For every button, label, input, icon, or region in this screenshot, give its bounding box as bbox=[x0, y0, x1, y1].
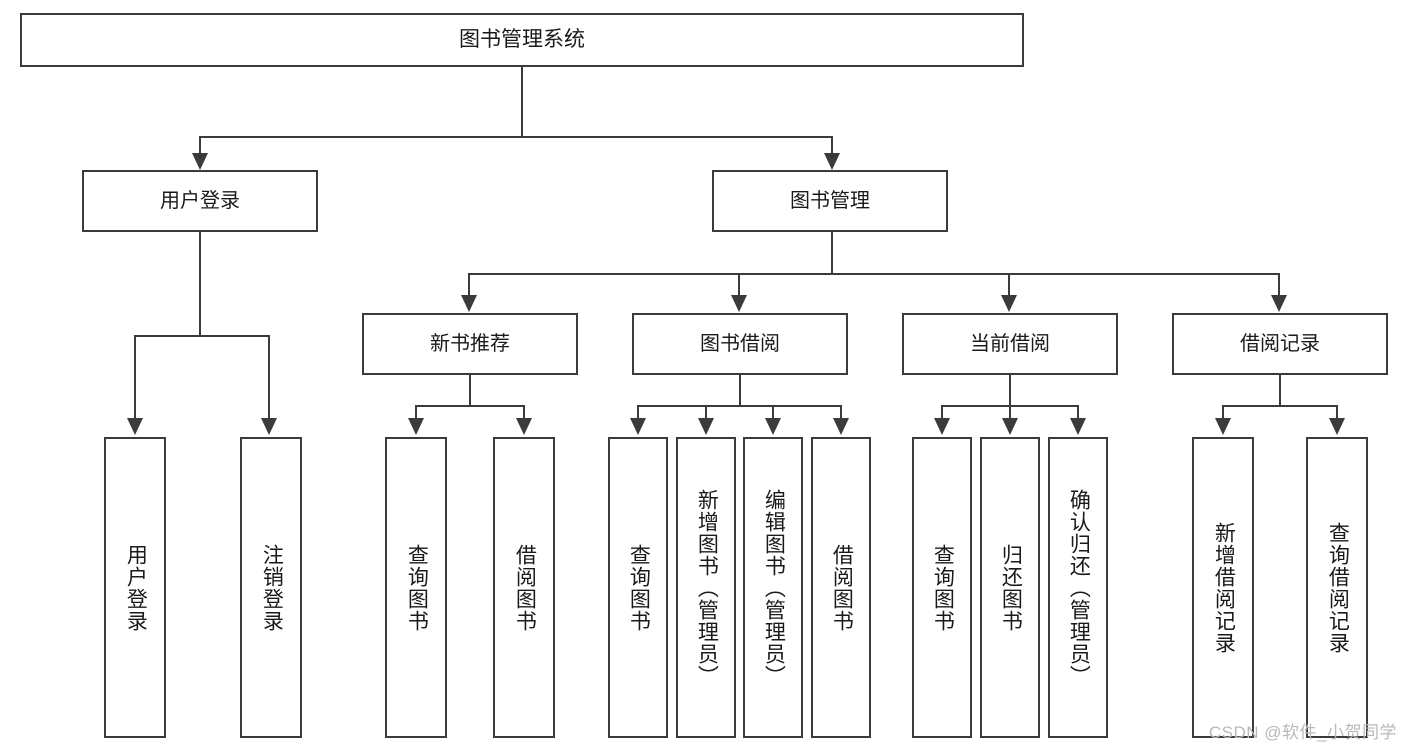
leaf-book-borrow-edit-label: 编辑图书（管理员） bbox=[762, 488, 786, 687]
arrow-newbook-leaf1 bbox=[408, 418, 424, 435]
node-borrow-record-label: 借阅记录 bbox=[1240, 333, 1320, 355]
connector-root-stem bbox=[521, 67, 523, 137]
connector-bookborrow-stem bbox=[739, 375, 741, 406]
connector-book-mgmt-bar bbox=[468, 273, 1280, 275]
arrow-bookborrow-leaf3 bbox=[765, 418, 781, 435]
connector-bookborrow-leaf3 bbox=[772, 405, 774, 420]
leaf-new-book-borrow[interactable]: 借阅图书 bbox=[493, 437, 555, 738]
arrow-borrowrecord-leaf1 bbox=[1215, 418, 1231, 435]
leaf-new-book-query[interactable]: 查询图书 bbox=[385, 437, 447, 738]
node-root-system[interactable]: 图书管理系统 bbox=[20, 13, 1024, 67]
leaf-current-borrow-query[interactable]: 查询图书 bbox=[912, 437, 972, 738]
arrow-book-mgmt-to-current bbox=[1001, 295, 1017, 312]
arrow-newbook-leaf2 bbox=[516, 418, 532, 435]
connector-borrowrecord-stem bbox=[1279, 375, 1281, 406]
node-book-management-label: 图书管理 bbox=[790, 190, 870, 212]
connector-newbook-leaf1 bbox=[415, 405, 417, 420]
arrow-user-login-leaf1 bbox=[127, 418, 143, 435]
leaf-user-login-logout-label: 注销登录 bbox=[260, 543, 284, 632]
leaf-borrow-record-add[interactable]: 新增借阅记录 bbox=[1192, 437, 1254, 738]
leaf-book-borrow-edit[interactable]: 编辑图书（管理员） bbox=[743, 437, 803, 738]
connector-borrowrecord-leaf1 bbox=[1222, 405, 1224, 420]
leaf-current-borrow-query-label: 查询图书 bbox=[931, 543, 955, 632]
leaf-book-borrow-add-label: 新增图书（管理员） bbox=[695, 488, 719, 687]
leaf-book-borrow-add[interactable]: 新增图书（管理员） bbox=[676, 437, 736, 738]
connector-borrowrecord-bar bbox=[1222, 405, 1338, 407]
node-root-system-label: 图书管理系统 bbox=[459, 28, 585, 52]
node-book-borrow[interactable]: 图书借阅 bbox=[632, 313, 848, 375]
leaf-current-borrow-confirm-label: 确认归还（管理员） bbox=[1067, 488, 1091, 687]
connector-user-login-leaf2 bbox=[268, 335, 270, 420]
connector-currentborrow-stem bbox=[1009, 375, 1011, 406]
connector-book-mgmt-to-newbook bbox=[468, 273, 470, 296]
connector-book-mgmt-to-borrow bbox=[738, 273, 740, 296]
connector-root-to-user-login bbox=[199, 136, 201, 159]
arrow-currentborrow-leaf1 bbox=[934, 418, 950, 435]
leaf-user-login-login[interactable]: 用户登录 bbox=[104, 437, 166, 738]
connector-bookborrow-bar bbox=[637, 405, 842, 407]
connector-user-login-bar bbox=[134, 335, 270, 337]
node-current-borrow-label: 当前借阅 bbox=[970, 333, 1050, 355]
connector-book-mgmt-to-current bbox=[1008, 273, 1010, 296]
leaf-new-book-query-label: 查询图书 bbox=[405, 543, 429, 632]
connector-borrowrecord-leaf2 bbox=[1336, 405, 1338, 420]
leaf-current-borrow-confirm[interactable]: 确认归还（管理员） bbox=[1048, 437, 1108, 738]
leaf-book-borrow-borrow[interactable]: 借阅图书 bbox=[811, 437, 871, 738]
leaf-borrow-record-query[interactable]: 查询借阅记录 bbox=[1306, 437, 1368, 738]
node-book-borrow-label: 图书借阅 bbox=[700, 333, 780, 355]
node-book-management[interactable]: 图书管理 bbox=[712, 170, 948, 232]
node-new-book-recommend-label: 新书推荐 bbox=[430, 333, 510, 355]
connector-newbook-bar bbox=[415, 405, 525, 407]
leaf-book-borrow-query[interactable]: 查询图书 bbox=[608, 437, 668, 738]
connector-bookborrow-leaf2 bbox=[705, 405, 707, 420]
leaf-user-login-login-label: 用户登录 bbox=[124, 543, 148, 632]
arrow-book-mgmt-to-record bbox=[1271, 295, 1287, 312]
leaf-borrow-record-add-label: 新增借阅记录 bbox=[1212, 521, 1236, 654]
arrow-user-login-leaf2 bbox=[261, 418, 277, 435]
connector-currentborrow-leaf3 bbox=[1077, 405, 1079, 420]
leaf-book-borrow-query-label: 查询图书 bbox=[627, 543, 651, 632]
connector-user-login-stem bbox=[199, 232, 201, 336]
arrow-root-to-book-mgmt bbox=[824, 153, 840, 170]
arrow-book-mgmt-to-newbook bbox=[461, 295, 477, 312]
leaf-user-login-logout[interactable]: 注销登录 bbox=[240, 437, 302, 738]
arrow-root-to-user-login bbox=[192, 153, 208, 170]
connector-bookborrow-leaf4 bbox=[840, 405, 842, 420]
arrow-bookborrow-leaf1 bbox=[630, 418, 646, 435]
node-new-book-recommend[interactable]: 新书推荐 bbox=[362, 313, 578, 375]
leaf-new-book-borrow-label: 借阅图书 bbox=[513, 543, 537, 632]
connector-book-mgmt-stem bbox=[831, 232, 833, 274]
arrow-borrowrecord-leaf2 bbox=[1329, 418, 1345, 435]
node-borrow-record[interactable]: 借阅记录 bbox=[1172, 313, 1388, 375]
connector-currentborrow-leaf2 bbox=[1009, 405, 1011, 420]
connector-newbook-leaf2 bbox=[523, 405, 525, 420]
node-user-login[interactable]: 用户登录 bbox=[82, 170, 318, 232]
leaf-current-borrow-return-label: 归还图书 bbox=[999, 543, 1023, 632]
arrow-bookborrow-leaf2 bbox=[698, 418, 714, 435]
node-user-login-label: 用户登录 bbox=[160, 190, 240, 212]
connector-book-mgmt-to-record bbox=[1278, 273, 1280, 296]
arrow-currentborrow-leaf3 bbox=[1070, 418, 1086, 435]
connector-user-login-leaf1 bbox=[134, 335, 136, 420]
leaf-book-borrow-borrow-label: 借阅图书 bbox=[830, 543, 854, 632]
connector-root-bar bbox=[199, 136, 833, 138]
leaf-borrow-record-query-label: 查询借阅记录 bbox=[1326, 521, 1350, 654]
connector-newbook-stem bbox=[469, 375, 471, 406]
connector-currentborrow-leaf1 bbox=[941, 405, 943, 420]
connector-root-to-book-mgmt bbox=[831, 136, 833, 159]
connector-bookborrow-leaf1 bbox=[637, 405, 639, 420]
leaf-current-borrow-return[interactable]: 归还图书 bbox=[980, 437, 1040, 738]
arrow-currentborrow-leaf2 bbox=[1002, 418, 1018, 435]
arrow-book-mgmt-to-borrow bbox=[731, 295, 747, 312]
node-current-borrow[interactable]: 当前借阅 bbox=[902, 313, 1118, 375]
arrow-bookborrow-leaf4 bbox=[833, 418, 849, 435]
